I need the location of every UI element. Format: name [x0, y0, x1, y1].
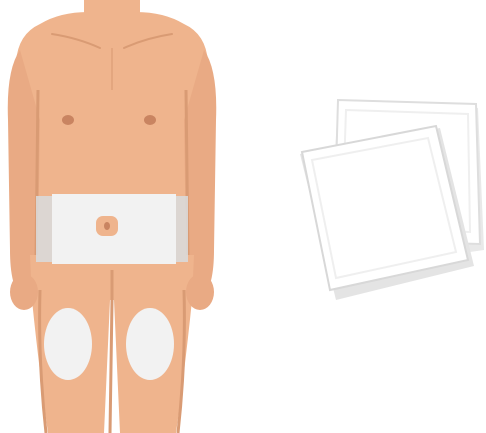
right-hand: [186, 274, 214, 310]
nipple-left: [62, 115, 74, 125]
nipple-right: [144, 115, 156, 125]
thigh-patch-right: [126, 308, 174, 380]
navel: [104, 222, 110, 230]
gauze-pads: [300, 100, 484, 300]
left-hand: [10, 274, 38, 310]
thigh-patch-left: [44, 308, 92, 380]
